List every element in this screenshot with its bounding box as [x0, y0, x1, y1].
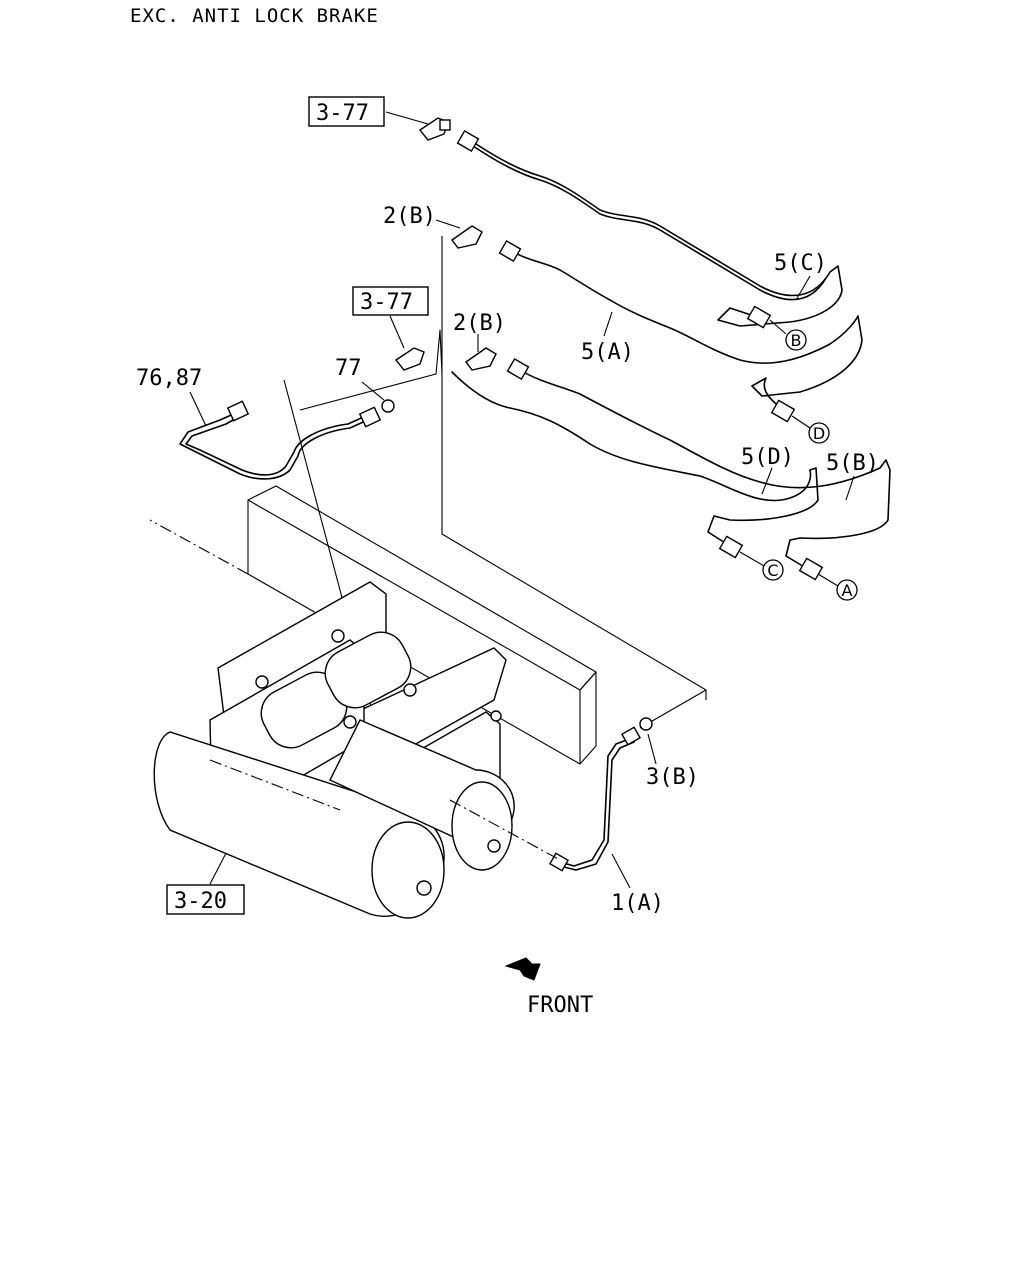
label-3b: 3(B) [646, 765, 699, 790]
valve-fitting-2b-mid [465, 347, 497, 371]
brake-pipe-5c [456, 129, 843, 329]
marker-c[interactable]: C [739, 551, 784, 581]
leader-line [361, 381, 385, 401]
svg-text:3-77: 3-77 [316, 101, 369, 126]
label-5b: 5(B) [826, 451, 879, 476]
label-76-87: 76,87 [136, 366, 202, 391]
frame-crossmember [149, 485, 597, 765]
marker-d[interactable]: D [791, 415, 830, 444]
valve-fitting-mid [394, 347, 425, 371]
brake-pipe-1a [548, 717, 653, 872]
svg-text:3-77: 3-77 [360, 290, 413, 315]
leader-line [795, 275, 811, 301]
feed-line [441, 236, 707, 700]
nut-77 [381, 399, 395, 413]
svg-text:B: B [791, 331, 802, 350]
label-2b-mid: 2(B) [453, 311, 506, 336]
leader-line [647, 733, 657, 765]
leader-line [845, 475, 855, 501]
svg-text:A: A [842, 581, 853, 600]
leader-line [603, 311, 613, 337]
valve-fitting-top [418, 117, 451, 141]
leader-line [385, 111, 429, 125]
label-5d: 5(D) [741, 445, 794, 470]
label-77: 77 [335, 356, 362, 381]
label-5c: 5(C) [774, 251, 827, 276]
ref-box-3-20[interactable]: 3-20 [166, 884, 245, 915]
svg-text:D: D [813, 424, 825, 443]
valve-fitting-2b-top [451, 225, 483, 249]
ref-box-3-77-mid[interactable]: 3-77 [352, 286, 429, 316]
leader-line [189, 391, 207, 427]
front-arrow-icon [504, 957, 541, 981]
label-5a: 5(A) [581, 340, 634, 365]
leader-line [761, 467, 773, 495]
marker-b[interactable]: B [769, 319, 807, 351]
diagram-title: EXC. ANTI LOCK BRAKE [130, 5, 379, 27]
ref-box-3-77-top[interactable]: 3-77 [308, 96, 385, 127]
svg-text:3-20: 3-20 [174, 889, 227, 914]
label-2b-top: 2(B) [383, 204, 436, 229]
brake-pipe-5b [506, 357, 891, 581]
leader-line [389, 315, 405, 349]
label-1a: 1(A) [611, 891, 664, 916]
feed-line [299, 329, 443, 411]
brake-pipe-76-87 [179, 400, 382, 480]
brake-pipe-5d [451, 371, 819, 559]
front-label: FRONT [527, 993, 593, 1018]
air-tanks [153, 719, 561, 919]
marker-a[interactable]: A [817, 573, 858, 601]
brake-pipe-5a [498, 239, 863, 423]
svg-text:C: C [767, 561, 778, 580]
leader-line [435, 219, 461, 229]
leader-line [611, 853, 631, 889]
